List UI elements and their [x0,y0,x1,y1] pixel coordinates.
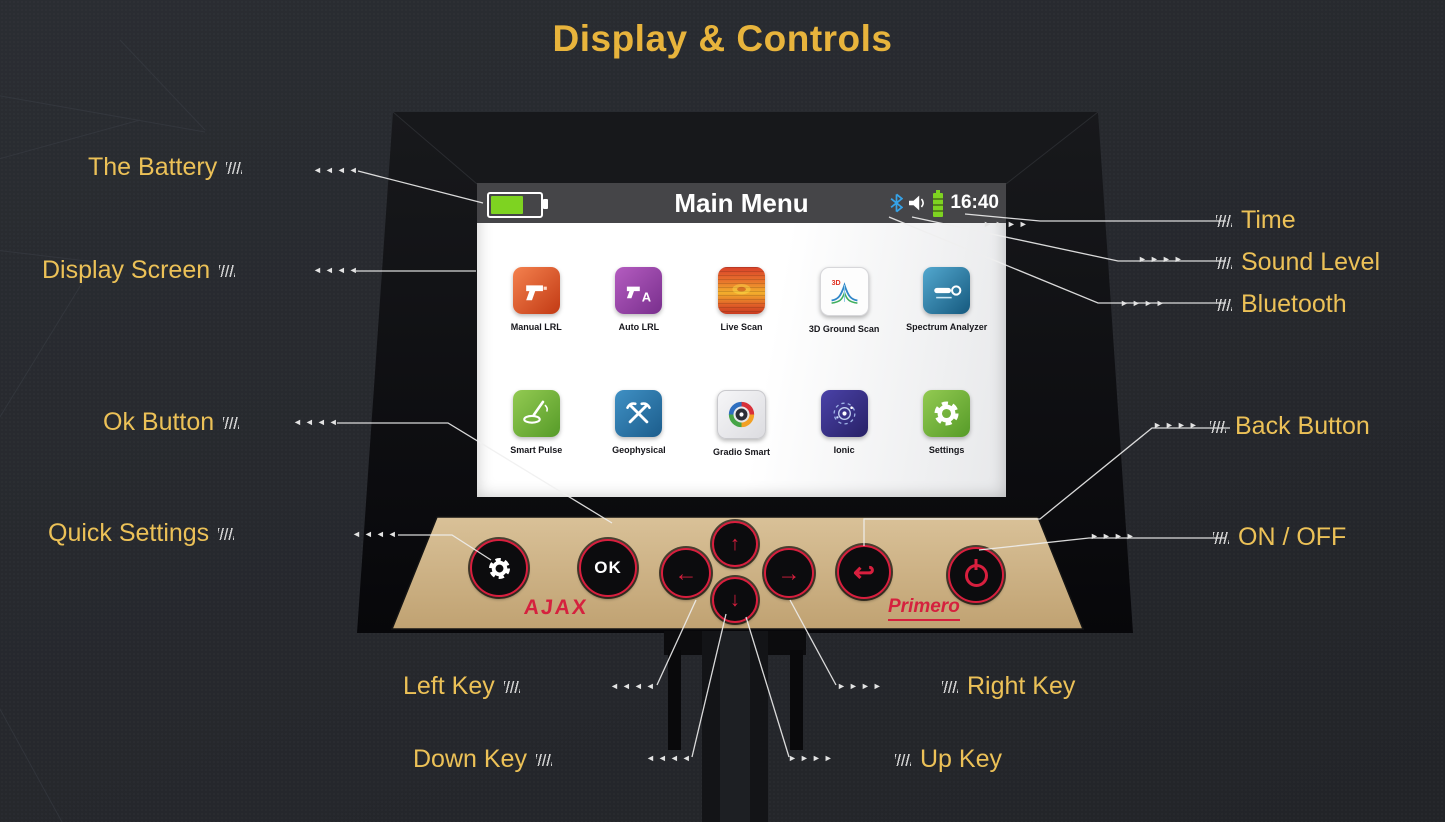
label-bluetooth: Bluetooth [1216,290,1347,319]
arrow-decoration: ◄◄◄◄ [293,417,341,427]
app-label: Live Scan [720,322,763,332]
geophysical-icon[interactable] [615,390,663,437]
app-settings[interactable]: Settings [895,390,998,457]
app-label: Auto LRL [618,322,660,332]
spectrum-analyzer-icon[interactable] [923,267,971,314]
label-sound-level: Sound Level [1216,248,1380,277]
left-key-button[interactable]: ← [661,548,711,598]
settings-icon[interactable] [923,390,971,437]
clock-text: 16:40 [950,192,999,213]
right-key-button[interactable]: → [764,548,814,598]
hatch-decoration [219,264,236,277]
app-geophysical[interactable]: Geophysical [588,390,691,457]
label-on-off: ON / OFF [1213,523,1346,552]
back-arrow-icon: ↩ [853,556,875,587]
app-label: Smart Pulse [510,445,563,455]
app-auto-lrl[interactable]: Auto LRL [588,267,691,334]
arrow-decoration: ◄◄◄◄ [610,681,658,691]
back-button[interactable]: ↩ [837,545,891,599]
bluetooth-icon[interactable] [890,193,904,213]
app-ionic[interactable]: Ionic [793,390,896,457]
hatch-decoration [1216,298,1232,311]
page-title: Display & Controls [552,18,893,59]
power-icon [964,558,988,587]
label-left-key: Left Key [403,672,520,701]
arrow-decoration: ◄◄◄◄ [352,529,400,539]
battery-icon [487,192,548,218]
ground-scan-icon[interactable] [819,267,869,316]
label-time: Time [1216,206,1296,235]
hatch-decoration [535,753,552,766]
app-spectrum-analyzer[interactable]: Spectrum Analyzer [895,267,998,334]
app-gradio-smart[interactable]: Gradio Smart [690,390,793,457]
label-ok-button: Ok Button [103,408,240,437]
hatch-decoration [226,161,243,174]
arrow-decoration: ◄◄◄◄ [313,265,361,275]
arrow-decoration: ◄◄◄◄ [646,753,694,763]
hatch-decoration [218,527,235,540]
manual-lrl-icon[interactable] [512,267,560,314]
battery-fill [491,196,524,214]
battery-vertical-icon [933,189,944,217]
left-arrow-icon: ← [674,559,698,586]
app-smart-pulse[interactable]: Smart Pulse [485,390,588,457]
label-back-button: Back Button [1210,412,1370,441]
label-right-key: Right Key [942,672,1075,701]
speaker-icon[interactable] [909,194,926,212]
arrow-decoration: ►►►► [1120,298,1168,308]
hatch-decoration [942,680,958,693]
ajax-logo: AJAX [522,596,590,619]
arrow-decoration: ►►►► [837,681,885,691]
status-bar: Main Menu 16:40 [477,183,1006,223]
label-the-battery: The Battery [88,153,243,182]
app-label: Settings [928,445,965,455]
arrow-decoration: ►►►► [983,219,1031,229]
down-key-button[interactable]: ↓ [712,577,758,623]
arrow-decoration: ►►►► [1138,254,1186,264]
power-button[interactable] [948,547,1004,603]
app-live-scan[interactable]: Live Scan [690,267,793,334]
hatch-decoration [503,680,520,693]
gear-icon [486,555,513,582]
app-label: Ionic [833,445,855,455]
right-arrow-icon: → [777,559,801,586]
display-screen: Main Menu 16:40 Manual LRL [477,183,1006,497]
arrow-decoration: ◄◄◄◄ [313,165,361,175]
label-up-key: Up Key [895,745,1002,774]
hatch-decoration [1210,420,1226,433]
hatch-decoration [223,416,240,429]
screen-title: Main Menu [674,188,809,218]
gradio-smart-icon[interactable] [716,390,766,439]
down-arrow-icon: ↓ [730,588,740,611]
hatch-decoration [1213,531,1229,544]
ok-button[interactable]: OK [579,539,637,597]
auto-lrl-icon[interactable] [615,267,663,314]
app-3d-ground-scan[interactable]: 3D Ground Scan [793,267,896,334]
label-display-screen: Display Screen [42,256,236,285]
hatch-decoration [1216,214,1232,227]
arrow-decoration: ►►►► [1153,420,1201,430]
app-label: Manual LRL [510,322,562,332]
live-scan-icon[interactable] [717,267,765,314]
hatch-decoration [895,753,911,766]
quick-settings-button[interactable] [470,539,528,597]
label-quick-settings: Quick Settings [48,519,235,548]
app-label: Spectrum Analyzer [906,322,988,332]
arrow-decoration: ►►►► [788,753,836,763]
hatch-decoration [1216,256,1232,269]
up-key-button[interactable]: ↑ [712,521,758,567]
arrow-decoration: ►►►► [1090,531,1138,541]
app-grid: Manual LRL Auto LRL Live Scan 3D Ground … [477,223,1006,457]
app-label: Geophysical [612,445,666,455]
label-down-key: Down Key [413,745,552,774]
app-manual-lrl[interactable]: Manual LRL [485,267,588,334]
smart-pulse-icon[interactable] [512,390,560,437]
primero-logo: Primero [888,596,960,621]
app-label: Gradio Smart [712,447,770,457]
ionic-icon[interactable] [820,390,868,437]
up-arrow-icon: ↑ [730,532,740,555]
app-label: 3D Ground Scan [808,324,880,334]
battery-nub [543,199,548,209]
